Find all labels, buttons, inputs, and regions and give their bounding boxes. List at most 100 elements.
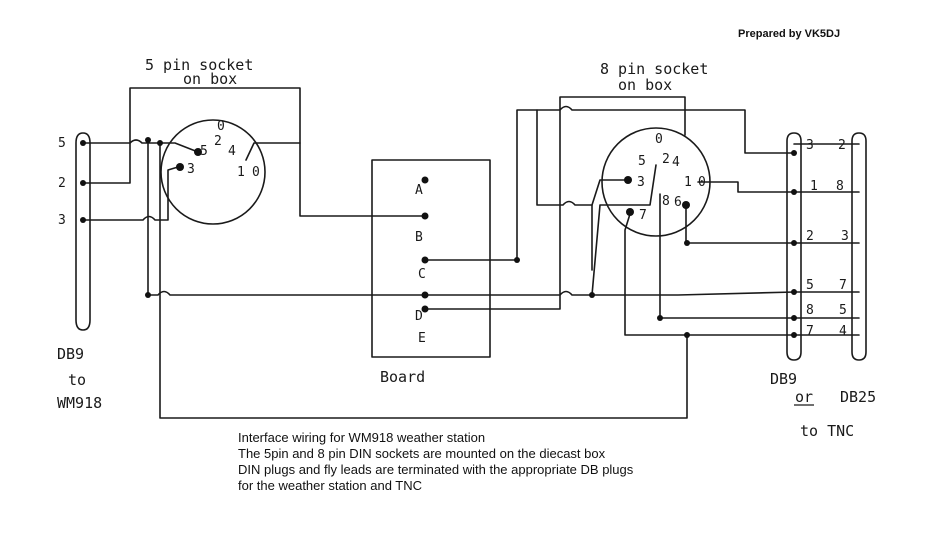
board-label: Board <box>380 368 425 386</box>
din5-pin-0b: 0 <box>252 165 260 180</box>
din8-pin-dot <box>682 201 690 209</box>
din5-pin-4: 4 <box>228 144 236 159</box>
wire-din5-ground-loop <box>159 142 796 419</box>
caption-line-2: The 5pin and 8 pin DIN sockets are mount… <box>238 446 606 461</box>
db9-left-connector <box>75 132 91 331</box>
db9-left-to: to <box>68 371 86 389</box>
db25-pin-2: 2 <box>838 138 846 153</box>
junction-dot <box>589 292 595 298</box>
junction-dot <box>80 217 86 223</box>
board-terminal-dot <box>421 305 429 313</box>
din5-pin-2: 2 <box>214 134 222 149</box>
din5-pin-dot <box>176 163 184 171</box>
din8-pin-7: 7 <box>639 208 647 223</box>
junction-dot <box>791 240 797 246</box>
db9-left-label: DB9 <box>57 345 84 363</box>
junction-dot <box>80 180 86 186</box>
wire-board-d <box>424 96 686 310</box>
junction-dot <box>657 315 663 321</box>
db9-right-label: DB9 <box>770 370 797 388</box>
din8-title: 8 pin socket <box>600 60 708 78</box>
db9-right-pin-3: 3 <box>806 138 814 153</box>
din8-subtitle: on box <box>618 76 672 94</box>
din5-pin-5: 5 <box>200 144 208 159</box>
board-box <box>371 159 491 358</box>
din5-pin-3: 3 <box>187 162 195 177</box>
wire-din8-7 <box>624 213 688 336</box>
board-terminal-c: C <box>418 267 426 282</box>
wire-din5-bus <box>147 139 796 296</box>
din5-pin-1: 1 <box>237 165 245 180</box>
wire-din8-4 <box>591 164 657 296</box>
wire-din8-8 <box>659 193 796 319</box>
db25-pin-8: 8 <box>836 179 844 194</box>
db9-right-pin-8: 8 <box>806 303 814 318</box>
din5-subtitle: on box <box>183 70 237 88</box>
db9-right-pin-5: 5 <box>806 278 814 293</box>
wire-db9-5-to-din5-5 <box>82 139 199 153</box>
caption-line-4: for the weather station and TNC <box>238 478 423 493</box>
db25-pin-4: 4 <box>839 324 847 339</box>
db9-right-connector <box>786 132 802 361</box>
db9-right-pin-1: 1 <box>810 179 818 194</box>
db9-left-target: WM918 <box>57 394 102 412</box>
board-terminal-dot <box>421 176 429 184</box>
db9-left-pin-3: 3 <box>58 213 66 228</box>
junction-dot <box>145 292 151 298</box>
din5-pin-dot <box>194 148 202 156</box>
db9-left-pin-2: 2 <box>58 176 66 191</box>
wire-db9-3-to-din5-3 <box>82 166 179 221</box>
din5-socket <box>160 119 266 225</box>
caption-line-1: Interface wiring for WM918 weather stati… <box>238 430 486 445</box>
junction-dot <box>791 315 797 321</box>
din5-title: 5 pin socket <box>145 56 253 74</box>
board-terminal-dot <box>421 291 429 299</box>
board-terminal-e: E <box>418 331 426 346</box>
diagram-caption: Interface wiring for WM918 weather stati… <box>238 430 633 494</box>
db25-pin-3: 3 <box>841 229 849 244</box>
db25-connector <box>851 132 867 361</box>
din8-pin-1: 1 <box>684 175 692 190</box>
din5-pin-0: 0 <box>217 119 225 134</box>
junction-dot <box>157 140 163 146</box>
junction-dot <box>791 332 797 338</box>
din8-pin-0: 0 <box>655 132 663 147</box>
din8-pin-2: 2 <box>662 152 670 167</box>
junction-dot <box>684 240 690 246</box>
db9-left-pin-5: 5 <box>58 136 66 151</box>
din8-pin-3: 3 <box>637 175 645 190</box>
db-or-label: or <box>795 388 813 406</box>
junction-dot <box>684 332 690 338</box>
din8-pin-0b: 0 <box>698 175 706 190</box>
board-terminal-dot <box>421 256 429 264</box>
wire-db9-2-to-din5-1 <box>82 87 426 217</box>
din8-pin-dot <box>624 176 632 184</box>
board-terminal-d: D <box>415 309 423 324</box>
din8-pin-8: 8 <box>662 194 670 209</box>
junction-dot <box>791 150 797 156</box>
db25-pin-7: 7 <box>839 278 847 293</box>
junction-dot <box>514 257 520 263</box>
board-terminal-a: A <box>415 183 423 198</box>
tnc-label: to TNC <box>800 422 854 440</box>
board-terminal-dot <box>421 212 429 220</box>
db9-right-pin-7: 7 <box>806 324 814 339</box>
junction-dot <box>145 137 151 143</box>
board-terminal-b: B <box>415 230 423 245</box>
junction-dot <box>791 189 797 195</box>
junction-dot <box>80 140 86 146</box>
wire-board-c <box>424 105 796 261</box>
caption-line-3: DIN plugs and fly leads are terminated w… <box>238 462 634 477</box>
wire-din8-3 <box>536 109 627 206</box>
din8-pin-6: 6 <box>674 195 682 210</box>
db25-pin-5: 5 <box>839 303 847 318</box>
junction-dot <box>791 289 797 295</box>
db25-label: DB25 <box>840 388 876 406</box>
din8-pin-5: 5 <box>638 154 646 169</box>
din8-pin-dot <box>626 208 634 216</box>
din8-pin-4: 4 <box>672 155 680 170</box>
db9-right-pin-2: 2 <box>806 229 814 244</box>
credit-text: Prepared by VK5DJ <box>738 28 841 40</box>
wire-din5-1-stub <box>245 142 301 161</box>
